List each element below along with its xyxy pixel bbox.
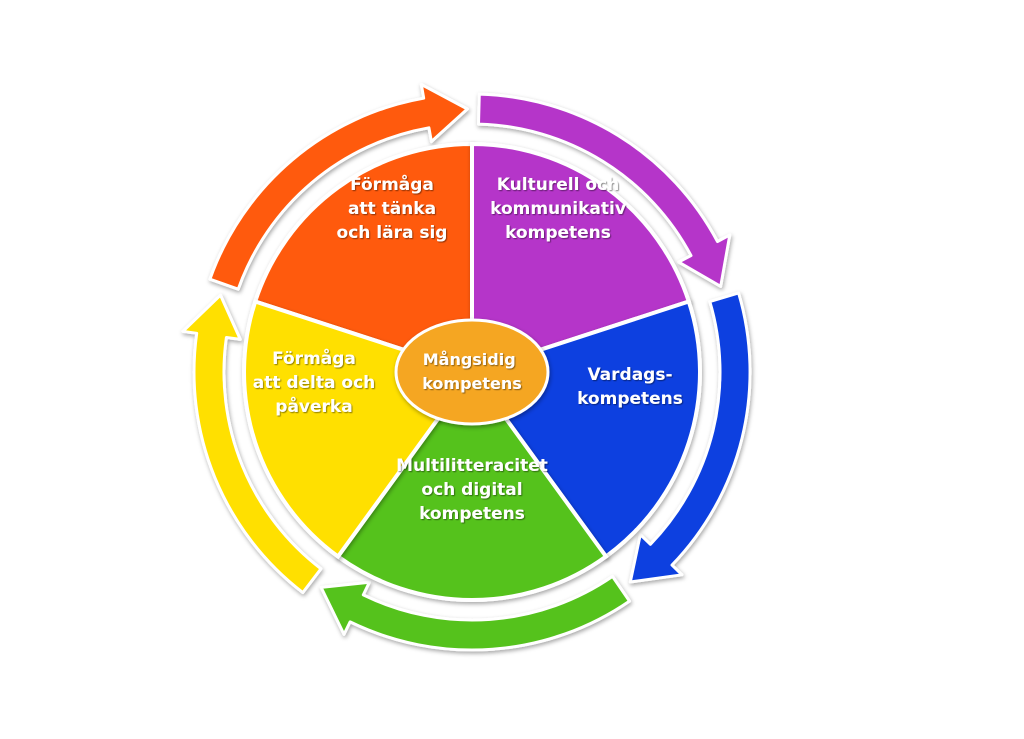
segment-labels: Förmåga att tänka och lära sig Kulturell oc… (253, 173, 683, 524)
cycle-arrows (181, 82, 752, 652)
arrow-multi (319, 574, 631, 652)
segment-label-delta-line: Förmåga (272, 347, 356, 369)
segment-label-tanka: Förmåga att tänka och lära sig (337, 173, 448, 243)
segment-label-multi-line: kompetens (419, 504, 525, 524)
center-ellipse (394, 318, 550, 426)
arrow-vardag (628, 291, 752, 584)
segment-label-kulturell-line: kompetens (505, 223, 611, 243)
segment-label-multi-line: Multilitteracitet (396, 456, 548, 476)
arrow-delta (181, 293, 323, 595)
segment-label-tanka-line: och lära sig (337, 223, 448, 243)
segment-label-kulturell-line: Kulturell och (497, 175, 619, 195)
segment-multi (335, 368, 609, 602)
segment-label-vardag-line: Vardags- (587, 365, 672, 385)
segment-tanka (252, 141, 474, 375)
center-label: Mångsidig kompetens (422, 350, 522, 393)
segment-label-delta-line: påverka (275, 395, 352, 417)
segment-label-vardag: Vardags-kompetens (577, 365, 683, 409)
segment-label-multi: Multilitteracitet och digital kompetens (396, 456, 548, 524)
center-label-line-2: kompetens (422, 374, 522, 393)
segment-label-delta-line: att delta och (253, 373, 376, 393)
segment-label-tanka-line: att tänka (348, 199, 436, 219)
segment-label-multi-line: och digital (421, 480, 522, 500)
segment-label-kulturell: Kulturell och kommunikativ kompetens (490, 175, 626, 243)
segment-label-tanka-line: Förmåga (350, 173, 434, 195)
segment-label-vardag-line: kompetens (577, 389, 683, 409)
arrow-tanka (208, 82, 469, 291)
segment-label-kulturell-line: kommunikativ (490, 199, 626, 219)
center-label-line-1: Mångsidig (423, 350, 516, 369)
arrow-kulturell (477, 92, 732, 288)
segment-kulturell (470, 141, 692, 375)
center-hub: Mångsidig kompetens (394, 318, 550, 426)
